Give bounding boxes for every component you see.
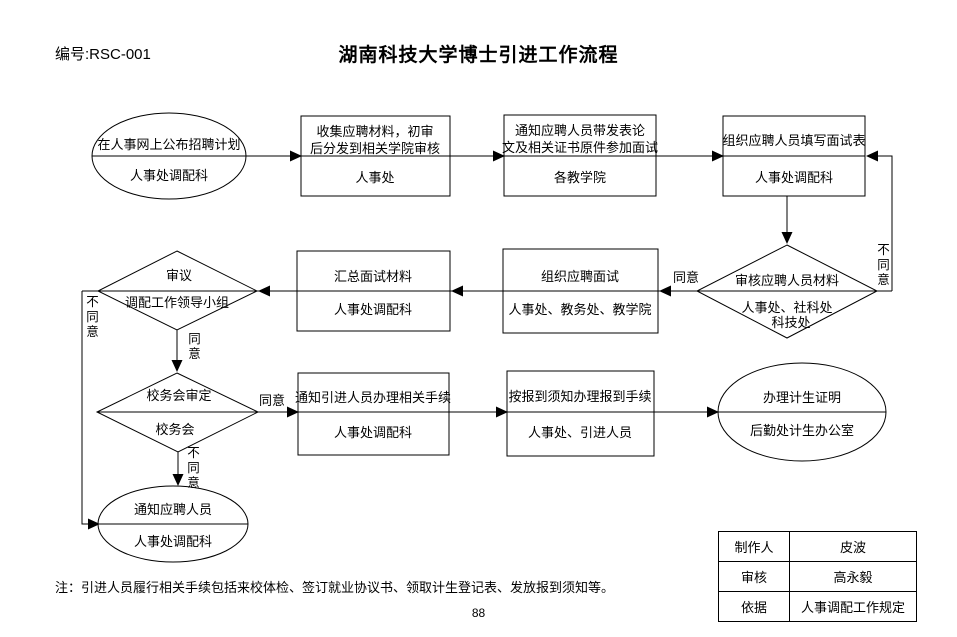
info-label-maker: 制作人 xyxy=(718,531,790,562)
notify-procedure-box xyxy=(297,372,450,456)
family-planning-cert-title: 办理计生证明 xyxy=(763,390,841,405)
info-value-basis: 人事调配工作规定 xyxy=(789,591,917,622)
page-number: 88 xyxy=(471,606,486,620)
agree-label-review: 同意 xyxy=(673,270,699,285)
arrowhead xyxy=(290,150,302,162)
info-label-reviewer: 审核 xyxy=(718,561,790,592)
council-review-title: 校务会审定 xyxy=(146,388,211,403)
arrowhead xyxy=(781,232,793,244)
document-code: 编号:RSC-001 xyxy=(55,46,151,63)
collect-materials-title-2: 后分发到相关学院审核 xyxy=(310,141,440,156)
arrowhead xyxy=(496,406,508,418)
checkin-dept: 人事处、引进人员 xyxy=(528,425,632,440)
family-planning-cert-dept: 后勤处计生办公室 xyxy=(750,423,854,438)
fill-interview-form-dept: 人事处调配科 xyxy=(755,170,833,185)
agree-label-council: 同意 xyxy=(259,393,285,408)
notify-applicant-dept: 人事处调配科 xyxy=(134,534,212,549)
review-materials-dept-1: 人事处、社科处 xyxy=(741,300,832,315)
agree-label-deliberation: 同意 xyxy=(188,332,201,361)
organize-interview-title: 组织应聘面试 xyxy=(541,269,619,284)
deliberation-dept: 调配工作领导小组 xyxy=(125,295,229,310)
checkin-box xyxy=(506,370,655,457)
publish-plan-dept: 人事处调配科 xyxy=(130,168,208,183)
arrowhead xyxy=(659,285,671,297)
council-review-dept: 校务会 xyxy=(155,422,194,437)
arrowhead xyxy=(171,360,183,372)
deliberation-title: 审议 xyxy=(166,268,192,283)
arrowhead xyxy=(707,406,719,418)
collect-materials-title-1: 收集应聘材料，初审 xyxy=(316,124,433,139)
info-table: 制作人 皮波 审核 高永毅 依据 人事调配工作规定 xyxy=(718,531,917,622)
notify-exam-title-1: 通知应聘人员带发表论 xyxy=(515,123,645,138)
info-value-maker: 皮波 xyxy=(789,531,917,562)
info-value-reviewer: 高永毅 xyxy=(789,561,917,592)
review-materials-dept-2: 科技处 xyxy=(771,315,810,330)
footnote: 注：引进人员履行相关手续包括来校体检、签订就业协议书、领取计生登记表、发放报到须… xyxy=(55,580,615,595)
arrowhead xyxy=(88,518,100,530)
arrowhead xyxy=(493,150,505,162)
publish-plan-title: 在人事网上公布招聘计划 xyxy=(97,137,240,152)
page-title: 湖南科技大学博士引进工作流程 xyxy=(338,45,619,66)
review-materials-title: 审核应聘人员材料 xyxy=(735,273,839,288)
notify-procedure-title: 通知引进人员办理相关手续 xyxy=(295,390,451,405)
notify-exam-title-2: 文及相关证书原件参加面试 xyxy=(502,140,658,155)
collect-materials-dept: 人事处 xyxy=(355,170,394,185)
arrowhead xyxy=(712,150,724,162)
fill-interview-form-title: 组织应聘人员填写面试表 xyxy=(722,133,865,148)
arrowhead xyxy=(172,474,184,486)
table-row: 审核 高永毅 xyxy=(718,561,917,592)
arrowhead xyxy=(866,150,878,162)
checkin-title: 按报到须知办理报到手续 xyxy=(508,389,651,404)
organize-interview-dept: 人事处、教务处、教学院 xyxy=(508,302,651,317)
disagree-label-deliberation: 不同意 xyxy=(86,295,99,339)
arrowhead xyxy=(451,285,463,297)
disagree-label-review: 不同意 xyxy=(877,243,890,287)
notify-exam-dept: 各教学院 xyxy=(554,170,606,185)
summarize-interview-title: 汇总面试材料 xyxy=(334,269,412,284)
notify-procedure-dept: 人事处调配科 xyxy=(334,425,412,440)
disagree-label-council: 不同意 xyxy=(187,446,200,490)
table-row: 制作人 皮波 xyxy=(718,531,917,562)
summarize-interview-dept: 人事处调配科 xyxy=(334,302,412,317)
notify-applicant-title: 通知应聘人员 xyxy=(134,502,212,517)
arrowhead xyxy=(287,406,299,418)
arrowhead xyxy=(258,285,270,297)
table-row: 依据 人事调配工作规定 xyxy=(718,591,917,622)
